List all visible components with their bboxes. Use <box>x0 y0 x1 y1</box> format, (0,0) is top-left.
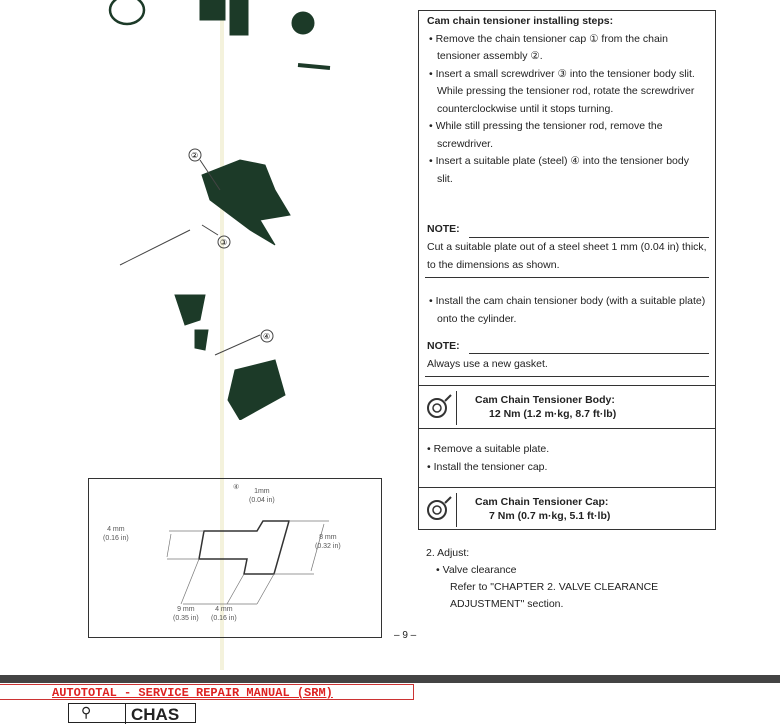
note-text: Always use a new gasket. <box>427 358 548 370</box>
torque-wrench-icon <box>423 391 457 425</box>
dim-label: 1mm <box>254 488 270 495</box>
torque-wrench-icon <box>423 493 457 527</box>
watermark-banner <box>0 684 414 700</box>
callout-4: ④ <box>263 332 270 341</box>
adjust-ref: Refer to "CHAPTER 2. VALVE CLEARANCE ADJ… <box>450 581 659 610</box>
note-label: NOTE: <box>427 223 460 235</box>
dim-label: (0.16 in) <box>211 615 237 622</box>
callout-3: ③ <box>220 238 227 247</box>
dim-label: (0.32 in) <box>315 543 341 550</box>
dim-label: 4 mm <box>107 526 125 533</box>
plate-dimension-diagram: ④ 1mm (0.04 in) 4 mm (0.16 in) 8 mm (0.32 i… <box>88 478 382 638</box>
step-item: • While still pressing the tensioner rod… <box>429 120 663 150</box>
torque-spec-cap: Cam Chain Tensioner Cap: 7 Nm (0.7 m·kg, … <box>419 487 715 531</box>
chapter-label: CHAS <box>131 705 180 724</box>
torque-value: 7 Nm (0.7 m·kg, 5.1 ft·lb) <box>489 510 611 522</box>
page-divider <box>0 675 780 683</box>
dim-label: 8 mm <box>319 534 337 541</box>
adjust-section: 2. Adjust: • Valve clearance Refer to "C… <box>426 545 716 613</box>
part-number: ④ <box>233 484 240 491</box>
steps-title: Cam chain tensioner installing steps: <box>427 15 614 27</box>
watermark-text: AUTOTOTAL - SERVICE REPAIR MANUAL (SRM) <box>52 686 333 700</box>
tensioner-illustration: ② ③ ④ <box>108 0 331 420</box>
install-step: • Install the cam chain tensioner body (… <box>429 295 706 325</box>
adjust-item: • Valve clearance <box>436 564 517 576</box>
step-item: • Insert a suitable plate (steel) ④ into… <box>429 155 689 185</box>
chassis-icon: ⚲ <box>81 704 92 720</box>
torque-spec-body: Cam Chain Tensioner Body: 12 Nm (1.2 m·kg… <box>419 385 715 429</box>
dim-label: 9 mm <box>177 606 195 613</box>
note-label: NOTE: <box>427 340 460 352</box>
procedure-box: Cam chain tensioner installing steps: • … <box>418 10 716 530</box>
dim-label: 4 mm <box>215 606 233 613</box>
step-item: • Insert a small screwdriver ③ into the … <box>429 67 695 115</box>
remove-step: • Install the tensioner cap. <box>427 460 548 473</box>
adjust-title: 2. Adjust: <box>426 547 470 559</box>
remove-step: • Remove a suitable plate. <box>427 443 550 455</box>
dim-label: (0.35 in) <box>173 615 199 622</box>
callout-2: ② <box>191 151 198 160</box>
torque-value: 12 Nm (1.2 m·kg, 8.7 ft·lb) <box>489 408 617 420</box>
chapter-tab: ⚲ CHAS <box>68 703 196 724</box>
page-number: – 9 – <box>394 630 417 641</box>
dim-label: (0.16 in) <box>103 535 129 542</box>
page-fold <box>220 0 224 670</box>
step-item: • Remove the chain tensioner cap ① from … <box>429 32 668 63</box>
dim-label: (0.04 in) <box>249 497 275 504</box>
torque-name: Cam Chain Tensioner Body: <box>475 394 615 406</box>
torque-name: Cam Chain Tensioner Cap: <box>475 496 609 508</box>
note-text: Cut a suitable plate out of a steel shee… <box>427 241 707 271</box>
